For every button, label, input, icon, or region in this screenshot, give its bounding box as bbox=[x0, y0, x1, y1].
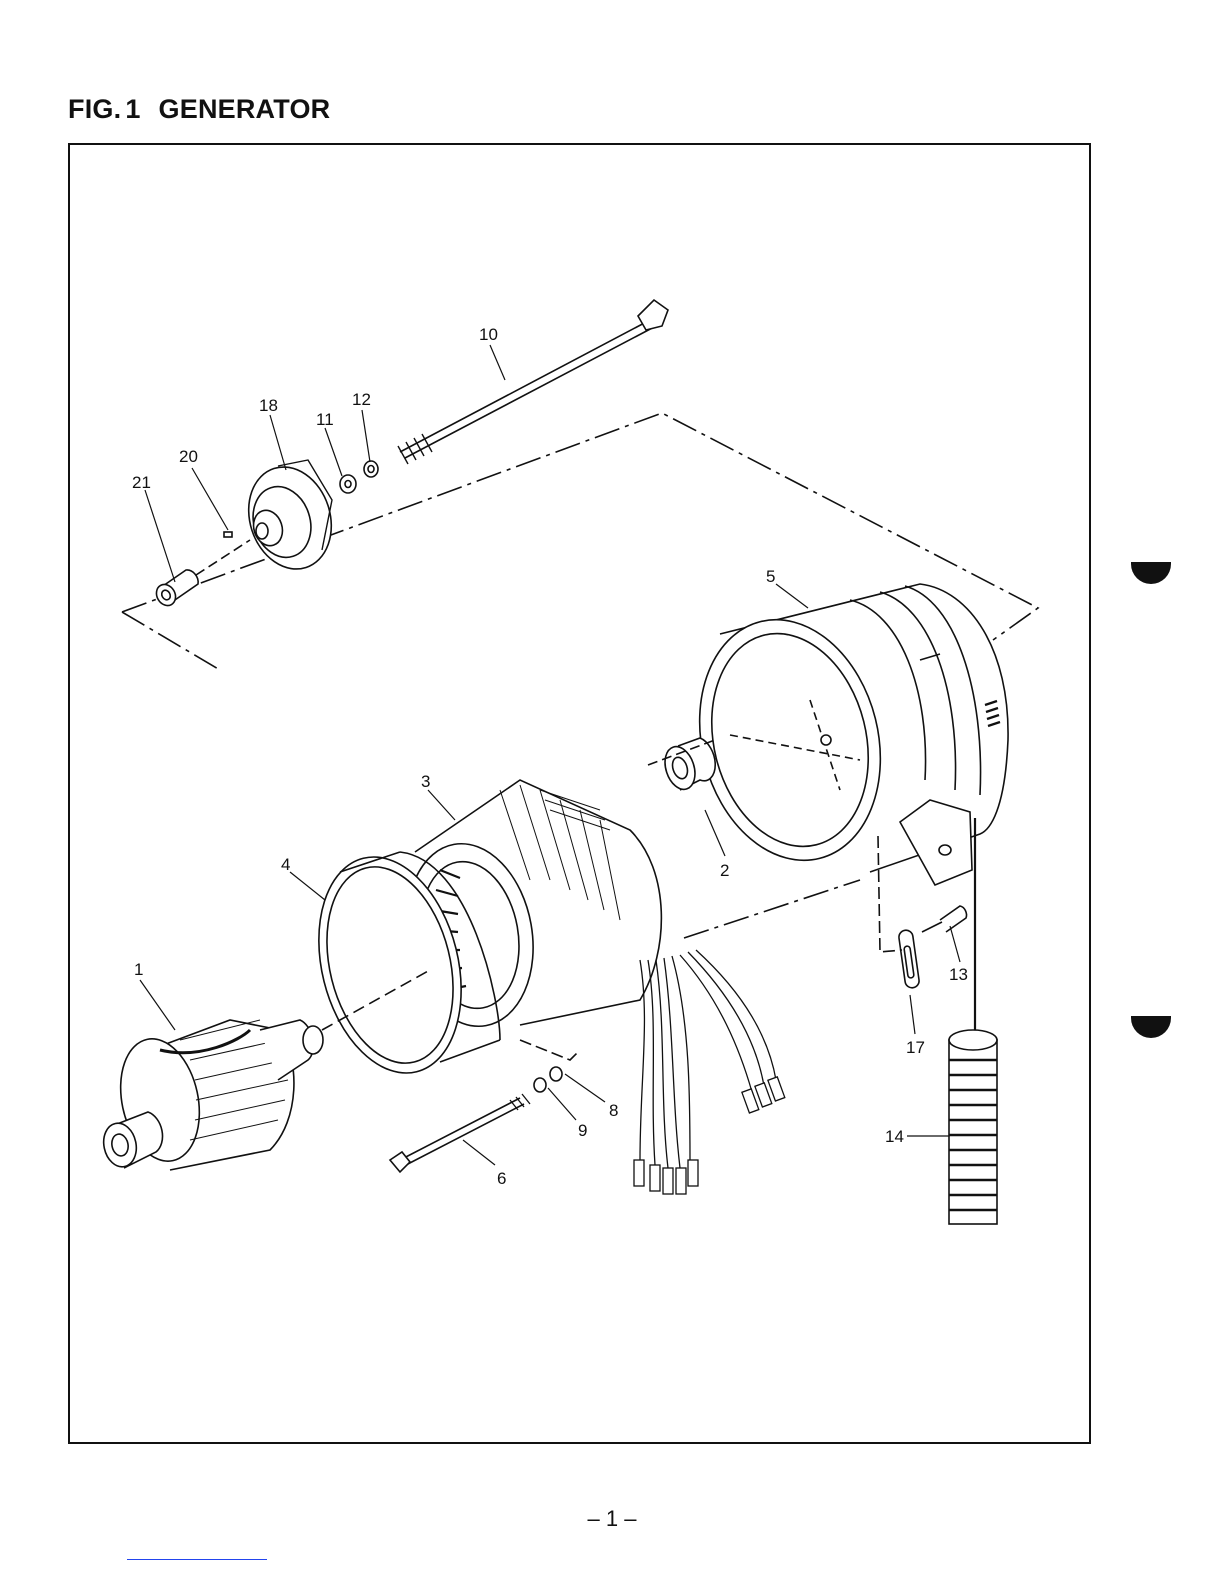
callout-1: 1 bbox=[134, 960, 143, 979]
bottom-rule bbox=[127, 1559, 267, 1560]
lead-wires bbox=[634, 950, 785, 1194]
callout-10: 10 bbox=[479, 325, 498, 344]
callout-17: 18 bbox=[259, 396, 278, 415]
callout-20: 17 bbox=[906, 1038, 925, 1057]
rotor-part bbox=[100, 1020, 323, 1170]
callout-13: 13 bbox=[949, 965, 968, 984]
bearing-part bbox=[660, 738, 715, 793]
sleeve-part bbox=[153, 570, 198, 609]
callout-4: 4 bbox=[281, 855, 290, 874]
callout-21: 21 bbox=[132, 473, 151, 492]
through-bolt-part bbox=[398, 300, 668, 464]
callout-12: 12 bbox=[352, 390, 371, 409]
callout-5: 5 bbox=[766, 567, 775, 586]
washer-parts bbox=[340, 461, 378, 493]
page-number: – 1 – bbox=[0, 1506, 1224, 1532]
callout-3: 3 bbox=[421, 772, 430, 791]
key-part bbox=[224, 532, 232, 537]
housing-part bbox=[675, 584, 1008, 885]
callout-2: 2 bbox=[720, 861, 729, 880]
callout-18: 20 bbox=[179, 447, 198, 466]
sleeve-tube-part bbox=[949, 818, 997, 1224]
end-plate-part bbox=[236, 456, 344, 580]
callout-6: 6 bbox=[497, 1169, 506, 1188]
callout-8: 8 bbox=[609, 1101, 618, 1120]
callout-14: 14 bbox=[885, 1127, 904, 1146]
callout-9: 9 bbox=[578, 1121, 587, 1140]
callout-11: 11 bbox=[316, 410, 334, 429]
